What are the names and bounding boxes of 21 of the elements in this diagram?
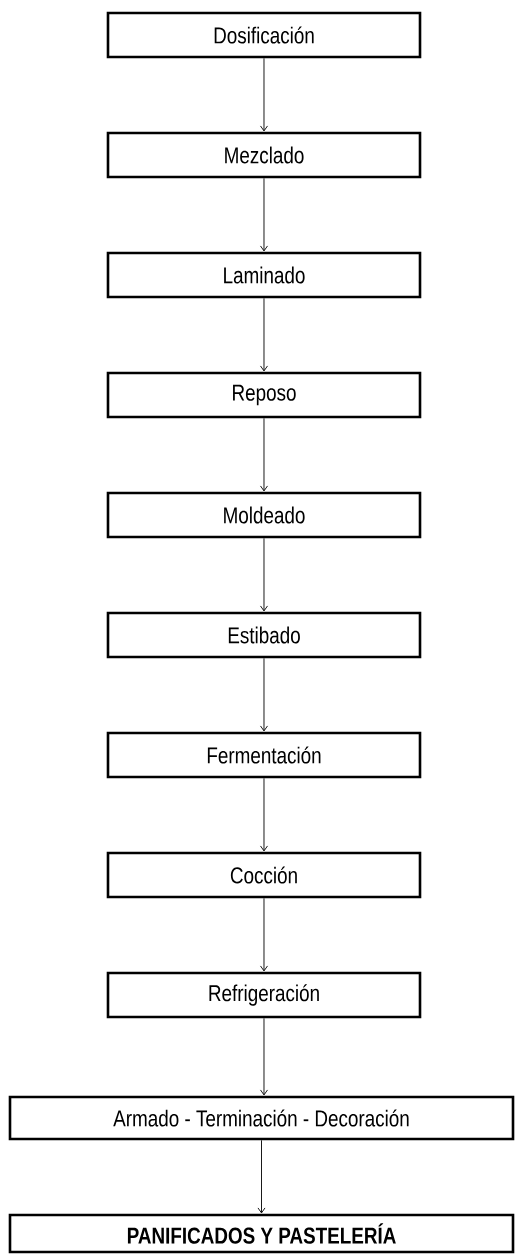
arrow	[260, 657, 268, 732]
arrow	[260, 1017, 268, 1096]
process-box: Reposo	[106, 371, 422, 419]
process-box: Cocción	[106, 851, 422, 899]
process-box: PANIFICADOS Y PASTELERÍA	[8, 1213, 515, 1254]
arrow	[260, 417, 268, 492]
arrow	[257, 1139, 266, 1214]
arrow	[260, 537, 268, 612]
process-box: Laminado	[106, 251, 422, 299]
arrow	[260, 777, 268, 852]
arrow	[260, 177, 268, 252]
process-box: Moldeado	[106, 491, 422, 539]
process-box: Estibado	[106, 611, 422, 659]
process-box: Mezclado	[106, 131, 422, 179]
process-box: Fermentación	[106, 731, 422, 779]
process-box: Dosificación	[106, 11, 422, 59]
arrow	[260, 297, 268, 372]
arrow	[260, 897, 268, 972]
process-box: Armado - Terminación - Decoración	[8, 1095, 515, 1141]
arrow	[260, 57, 268, 132]
process-box: Refrigeración	[106, 971, 422, 1019]
